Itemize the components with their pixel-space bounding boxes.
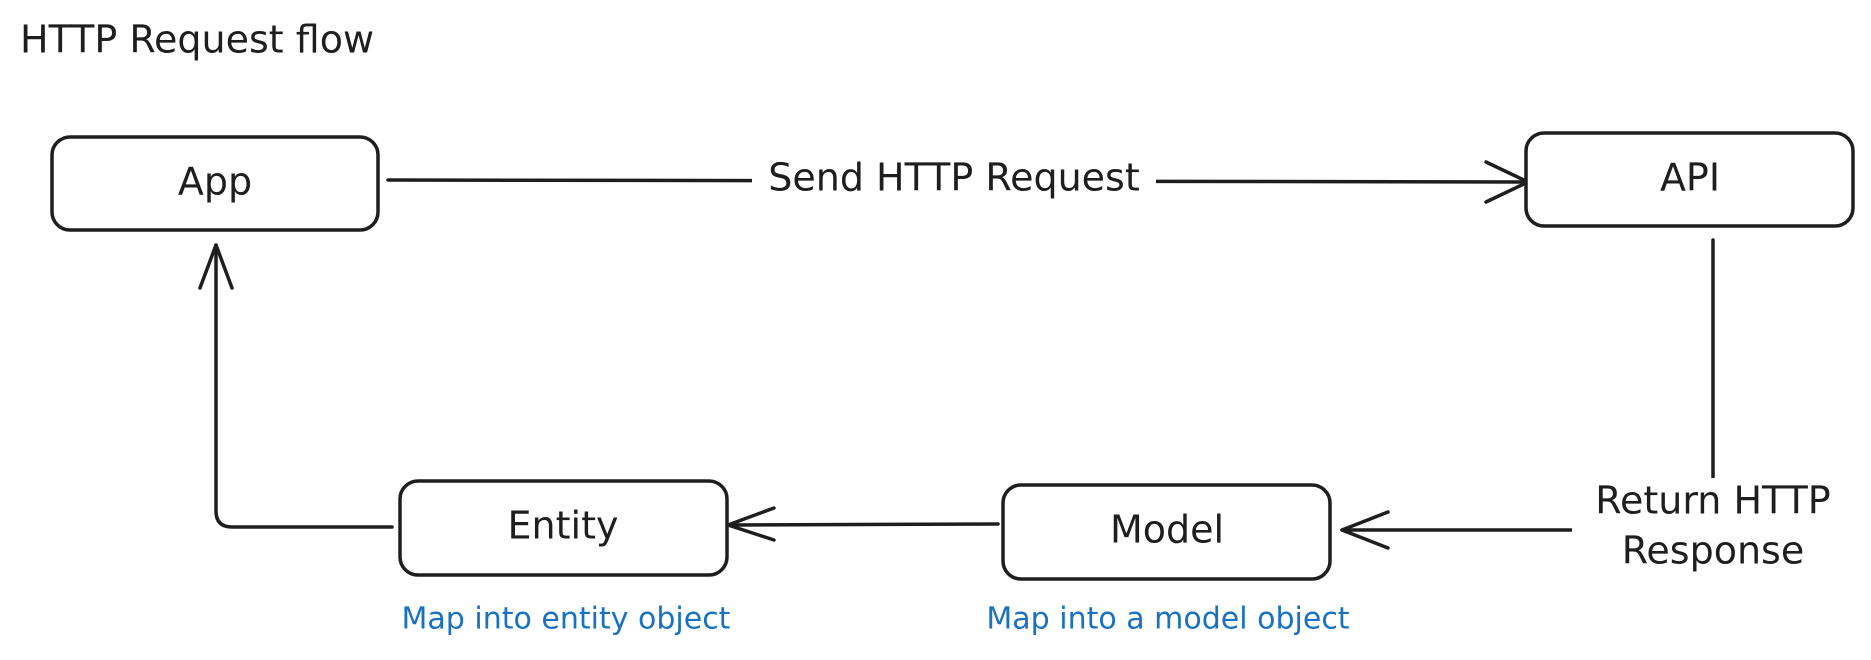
node-app-label: App <box>178 160 252 204</box>
edge-label-return-line1: Return HTTP <box>1595 479 1830 523</box>
edge-label-send-http-request: Send HTTP Request <box>768 156 1139 200</box>
node-model-box <box>1001 483 1332 581</box>
edge-entity-to-app <box>198 243 394 529</box>
node-app-box <box>50 135 380 232</box>
edge-model-to-entity <box>726 506 1000 542</box>
annotation-entity: Map into entity object <box>402 602 731 637</box>
edge-label-return-bg <box>1572 478 1857 578</box>
node-model: Model <box>1001 483 1332 581</box>
node-api-label: API <box>1660 156 1720 200</box>
edge-label-send-bg <box>752 154 1156 204</box>
node-entity-box <box>398 479 729 577</box>
edge-label-return-line2: Response <box>1622 529 1805 573</box>
node-entity: Entity <box>398 479 729 577</box>
arrowhead-to-app <box>198 243 234 290</box>
annotation-model: Map into a model object <box>986 602 1349 637</box>
node-api-box <box>1524 131 1855 228</box>
edge-model-entity-line <box>726 522 1000 527</box>
edge-return-to-model <box>1340 510 1577 550</box>
edge-entity-app-line <box>214 243 394 529</box>
node-entity-label: Entity <box>508 504 619 548</box>
node-app: App <box>50 135 380 232</box>
diagram-title: HTTP Request flow <box>20 18 374 62</box>
node-api: API <box>1524 131 1855 228</box>
node-model-label: Model <box>1110 508 1224 552</box>
arrowhead-to-model <box>1340 510 1390 550</box>
